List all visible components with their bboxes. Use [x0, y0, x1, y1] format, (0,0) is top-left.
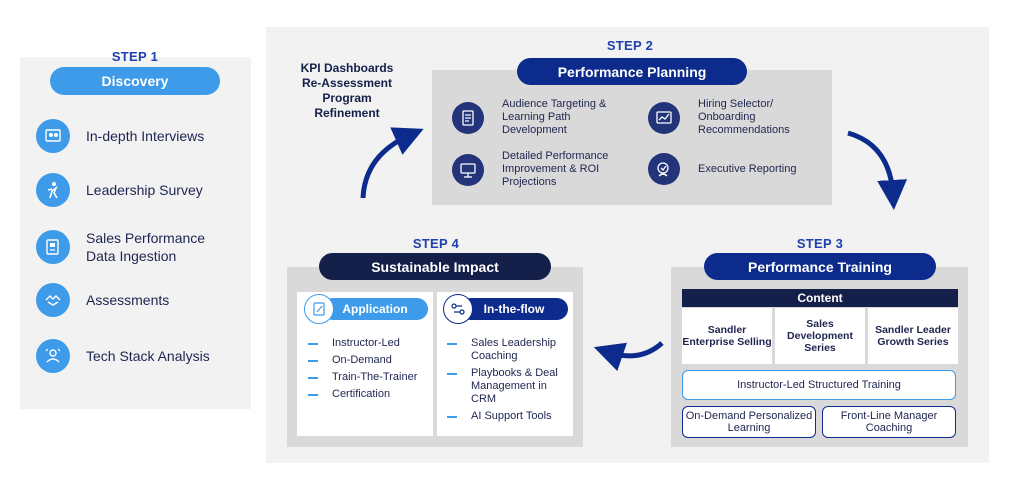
step2-item: Executive Reporting	[648, 153, 810, 185]
step1-item-label: In-depth Interviews	[86, 128, 205, 144]
front-line-box: Front-Line Manager Coaching	[822, 406, 956, 438]
assessment-icon	[36, 283, 70, 317]
step2-item-label: Executive Reporting	[698, 162, 797, 175]
step1-item: Assessments	[36, 283, 169, 317]
on-demand-box: On-Demand Personalized Learning	[682, 406, 816, 438]
leadership-icon	[36, 173, 70, 207]
step2-item: Detailed Performance Improvement & ROI P…	[452, 150, 630, 189]
step1-item: Leadership Survey	[36, 173, 203, 207]
content-column: Sandler Enterprise Selling	[682, 308, 772, 364]
step3-label: STEP 3	[796, 236, 844, 251]
kpi-line: Program	[322, 91, 372, 105]
document-icon	[452, 101, 484, 134]
step2-title: Performance Planning	[517, 58, 747, 85]
step2-box	[432, 70, 832, 205]
in-the-flow-title: In-the-flow	[460, 298, 568, 320]
step1-item-label: Leadership Survey	[86, 182, 203, 198]
step1-item-label: Sales Performance Data Ingestion	[86, 230, 206, 264]
step1-item-label: Tech Stack Analysis	[86, 348, 210, 364]
tech-stack-icon	[36, 339, 70, 373]
application-list: Instructor-Led On-Demand Train-The-Train…	[308, 337, 430, 405]
list-item: Sales Leadership Coaching	[447, 337, 561, 363]
step1-item: In-depth Interviews	[36, 119, 204, 153]
step1-item: Tech Stack Analysis	[36, 339, 210, 373]
chart-icon	[648, 101, 680, 134]
step1-title: Discovery	[50, 67, 220, 95]
list-item: AI Support Tools	[447, 410, 569, 423]
step1-label: STEP 1	[111, 49, 159, 64]
kpi-text: KPI Dashboards Re-Assessment Program Ref…	[282, 61, 412, 121]
kpi-line: Refinement	[314, 106, 380, 120]
content-column: Sales Development Series	[775, 308, 865, 364]
list-item: Playbooks & Deal Management in CRM	[447, 367, 563, 406]
kpi-line: KPI Dashboards	[300, 61, 394, 75]
step1-item-label: Assessments	[86, 292, 170, 308]
content-column: Sandler Leader Growth Series	[868, 308, 958, 364]
list-item: On-Demand	[308, 354, 430, 367]
arrow-step3-to-step4	[593, 341, 664, 372]
flow-icon	[443, 294, 473, 324]
step2-item: Hiring Selector/ Onboarding Recommendati…	[648, 98, 810, 137]
presentation-icon	[452, 153, 484, 186]
interview-icon	[36, 119, 70, 153]
executive-icon	[648, 153, 680, 185]
step3-title: Performance Training	[704, 253, 936, 280]
content-header: Content	[682, 289, 958, 307]
data-ingestion-icon	[36, 230, 70, 264]
step4-label: STEP 4	[412, 236, 460, 251]
application-icon	[304, 294, 334, 324]
step1-item: Sales Performance Data Ingestion	[36, 229, 226, 265]
step2-label: STEP 2	[606, 38, 654, 53]
step2-item-label: Detailed Performance Improvement & ROI P…	[502, 150, 609, 188]
arrow-step2-to-step3	[847, 130, 908, 210]
step2-item-label: Audience Targeting & Learning Path Devel…	[502, 98, 607, 136]
step4-title: Sustainable Impact	[319, 253, 551, 280]
instructor-led-box: Instructor-Led Structured Training	[682, 370, 956, 400]
step2-item-label: Hiring Selector/ Onboarding Recommendati…	[698, 98, 790, 136]
list-item: Instructor-Led	[308, 337, 430, 350]
in-the-flow-list: Sales Leadership Coaching Playbooks & De…	[447, 337, 569, 427]
kpi-line: Re-Assessment	[301, 76, 393, 90]
application-title: Application	[322, 298, 428, 320]
list-item: Certification	[308, 388, 430, 401]
arrow-step4-to-step2	[360, 127, 424, 199]
list-item: Train-The-Trainer	[308, 371, 430, 384]
step2-item: Audience Targeting & Learning Path Devel…	[452, 98, 630, 137]
